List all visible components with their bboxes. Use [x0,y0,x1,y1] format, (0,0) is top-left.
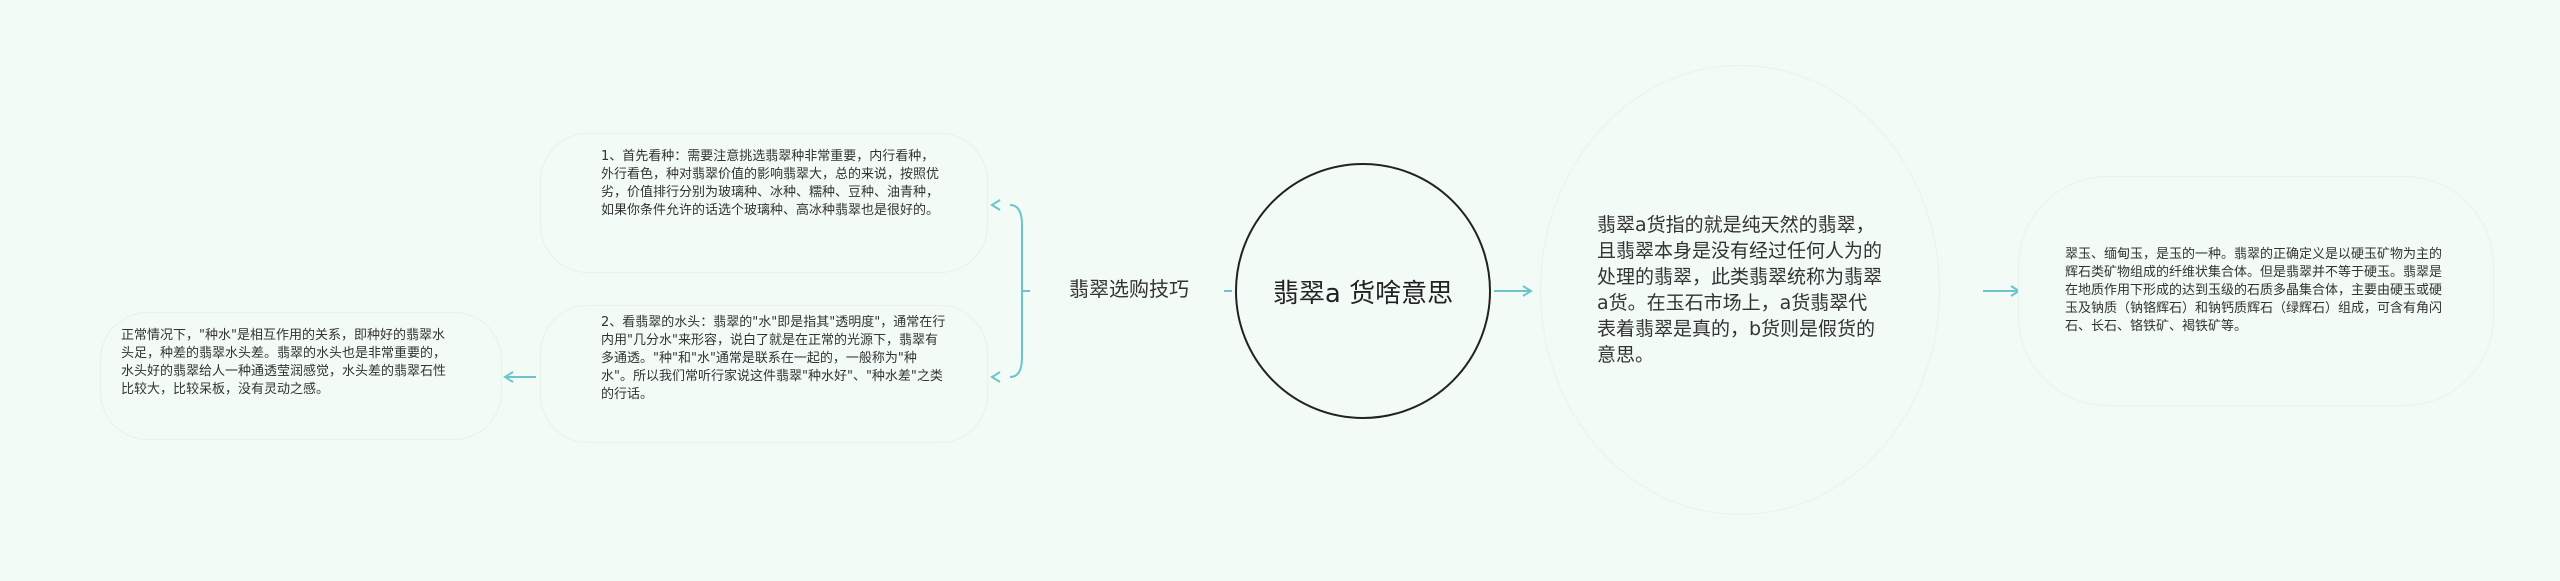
right-branch-text: 翡翠a货指的就是纯天然的翡翠，且翡翠本身是没有经过任何人为的处理的翡翠，此类翡翠… [1597,214,1883,366]
left-grandchild[interactable]: 正常情况下，"种水"是相互作用的关系，即种好的翡翠水头足，种差的翡翠水头差。翡翠… [100,312,502,440]
central-topic[interactable]: 翡翠a 货啥意思 [1235,163,1491,419]
connector-center-right-arrowhead [1522,285,1533,297]
left-child-2[interactable]: 2、看翡翠的水头：翡翠的"水"即是指其"透明度"，通常在行内用"几分水"来形容，… [540,305,988,443]
right-child-text: 翠玉、缅甸玉，是玉的一种。翡翠的正确定义是以硬玉矿物为主的辉石类矿物组成的纤维状… [2065,247,2443,334]
left-child-2-text: 2、看翡翠的水头：翡翠的"水"即是指其"透明度"，通常在行内用"几分水"来形容，… [601,315,946,402]
connector-left-top-arrowhead [990,199,1001,211]
left-grandchild-text: 正常情况下，"种水"是相互作用的关系，即种好的翡翠水头足，种差的翡翠水头差。翡翠… [121,328,447,397]
connector-left-bracket [1009,204,1023,378]
connector-left-bottom-arrowhead [990,371,1001,383]
connector-left-grandchild-arrowhead [503,371,514,383]
left-branch-label: 翡翠选购技巧 [1069,277,1189,301]
left-child-1[interactable]: 1、首先看种：需要注意挑选翡翠种非常重要，内行看种，外行看色，种对翡翠价值的影响… [540,133,988,273]
left-branch-topic[interactable]: 翡翠选购技巧 [1034,277,1224,305]
left-child-1-text: 1、首先看种：需要注意挑选翡翠种非常重要，内行看种，外行看色，种对翡翠价值的影响… [601,149,940,218]
central-topic-title: 翡翠a 货啥意思 [1272,278,1454,309]
right-branch-topic[interactable]: 翡翠a货指的就是纯天然的翡翠，且翡翠本身是没有经过任何人为的处理的翡翠，此类翡翠… [1540,65,1940,515]
right-child[interactable]: 翠玉、缅甸玉，是玉的一种。翡翠的正确定义是以硬玉矿物为主的辉石类矿物组成的纤维状… [2018,176,2494,406]
